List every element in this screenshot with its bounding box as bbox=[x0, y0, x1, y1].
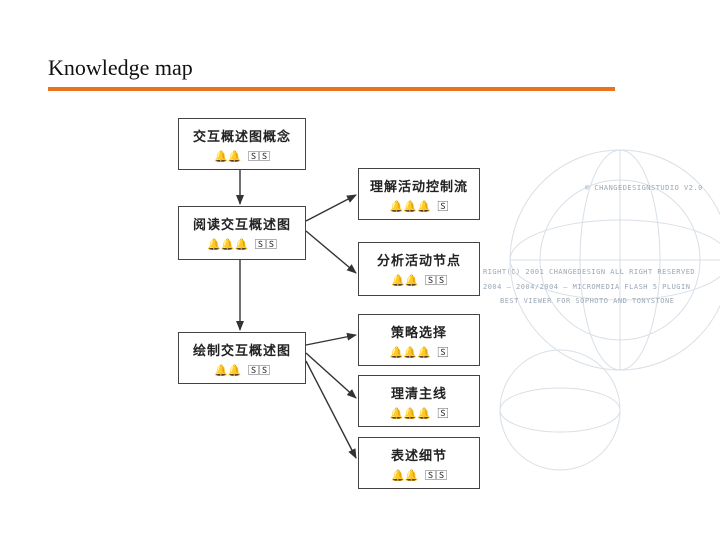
title-underline bbox=[48, 87, 615, 91]
watermark-line-2: RIGHT(C) 2001 CHANGEDESIGN ALL RIGHT RES… bbox=[483, 268, 696, 276]
watermark-line-1: © CHANGEDESIGNSTUDIO V2.0 bbox=[585, 184, 703, 192]
arrow-draw-to-details bbox=[305, 360, 357, 459]
node-rating-icons: 🔔🔔 🅂🅂 bbox=[213, 364, 270, 377]
arrow-read-to-activity-nodes bbox=[305, 230, 357, 274]
node-label: 理清主线 bbox=[390, 387, 447, 402]
node-rating-icons: 🔔🔔🔔 🅂🅂 bbox=[207, 238, 277, 251]
node-strategy: 策略选择 🔔🔔🔔 🅂 bbox=[358, 314, 480, 366]
node-mainline: 理清主线 🔔🔔🔔 🅂 bbox=[358, 375, 480, 427]
node-label: 阅读交互概述图 bbox=[192, 218, 291, 233]
node-overview-concept: 交互概述图概念 🔔🔔 🅂🅂 bbox=[178, 118, 306, 170]
node-rating-icons: 🔔🔔 🅂🅂 bbox=[390, 274, 447, 287]
node-label: 表述细节 bbox=[390, 449, 447, 464]
node-control-flow: 理解活动控制流 🔔🔔🔔 🅂 bbox=[358, 168, 480, 220]
node-activity-nodes: 分析活动节点 🔔🔔 🅂🅂 bbox=[358, 242, 480, 296]
diagram-connectors bbox=[236, 170, 357, 459]
node-label: 分析活动节点 bbox=[376, 254, 461, 269]
node-rating-icons: 🔔🔔🔔 🅂 bbox=[389, 346, 449, 359]
node-rating-icons: 🔔🔔🔔 🅂 bbox=[389, 200, 449, 213]
node-rating-icons: 🔔🔔 🅂🅂 bbox=[213, 150, 270, 163]
node-label: 绘制交互概述图 bbox=[192, 344, 291, 359]
node-rating-icons: 🔔🔔🔔 🅂 bbox=[389, 407, 449, 420]
watermark-line-3: 2004 — 2004/2004 — MICROMEDIA FLASH 5 PL… bbox=[483, 283, 691, 291]
knowledge-map-diagram: 交互概述图概念 🔔🔔 🅂🅂 阅读交互概述图 🔔🔔🔔 🅂🅂 绘制交互概述图 🔔🔔 … bbox=[178, 113, 481, 491]
arrow-draw-to-strategy bbox=[305, 332, 357, 346]
node-read-overview: 阅读交互概述图 🔔🔔🔔 🅂🅂 bbox=[178, 206, 306, 260]
node-details: 表述细节 🔔🔔 🅂🅂 bbox=[358, 437, 480, 489]
arrow-draw-to-mainline bbox=[305, 352, 357, 399]
node-label: 策略选择 bbox=[390, 326, 447, 341]
node-rating-icons: 🔔🔔 🅂🅂 bbox=[390, 469, 447, 482]
node-label: 交互概述图概念 bbox=[192, 130, 291, 145]
background-globe-art bbox=[499, 149, 720, 471]
node-draw-overview: 绘制交互概述图 🔔🔔 🅂🅂 bbox=[178, 332, 306, 384]
node-label: 理解活动控制流 bbox=[369, 180, 468, 195]
slide-title: Knowledge map bbox=[48, 55, 193, 80]
arrow-read-to-control-flow bbox=[305, 194, 357, 222]
watermark-line-4: BEST VIEWER FOR SOPHOTO AND TONYSTONE bbox=[500, 297, 675, 305]
